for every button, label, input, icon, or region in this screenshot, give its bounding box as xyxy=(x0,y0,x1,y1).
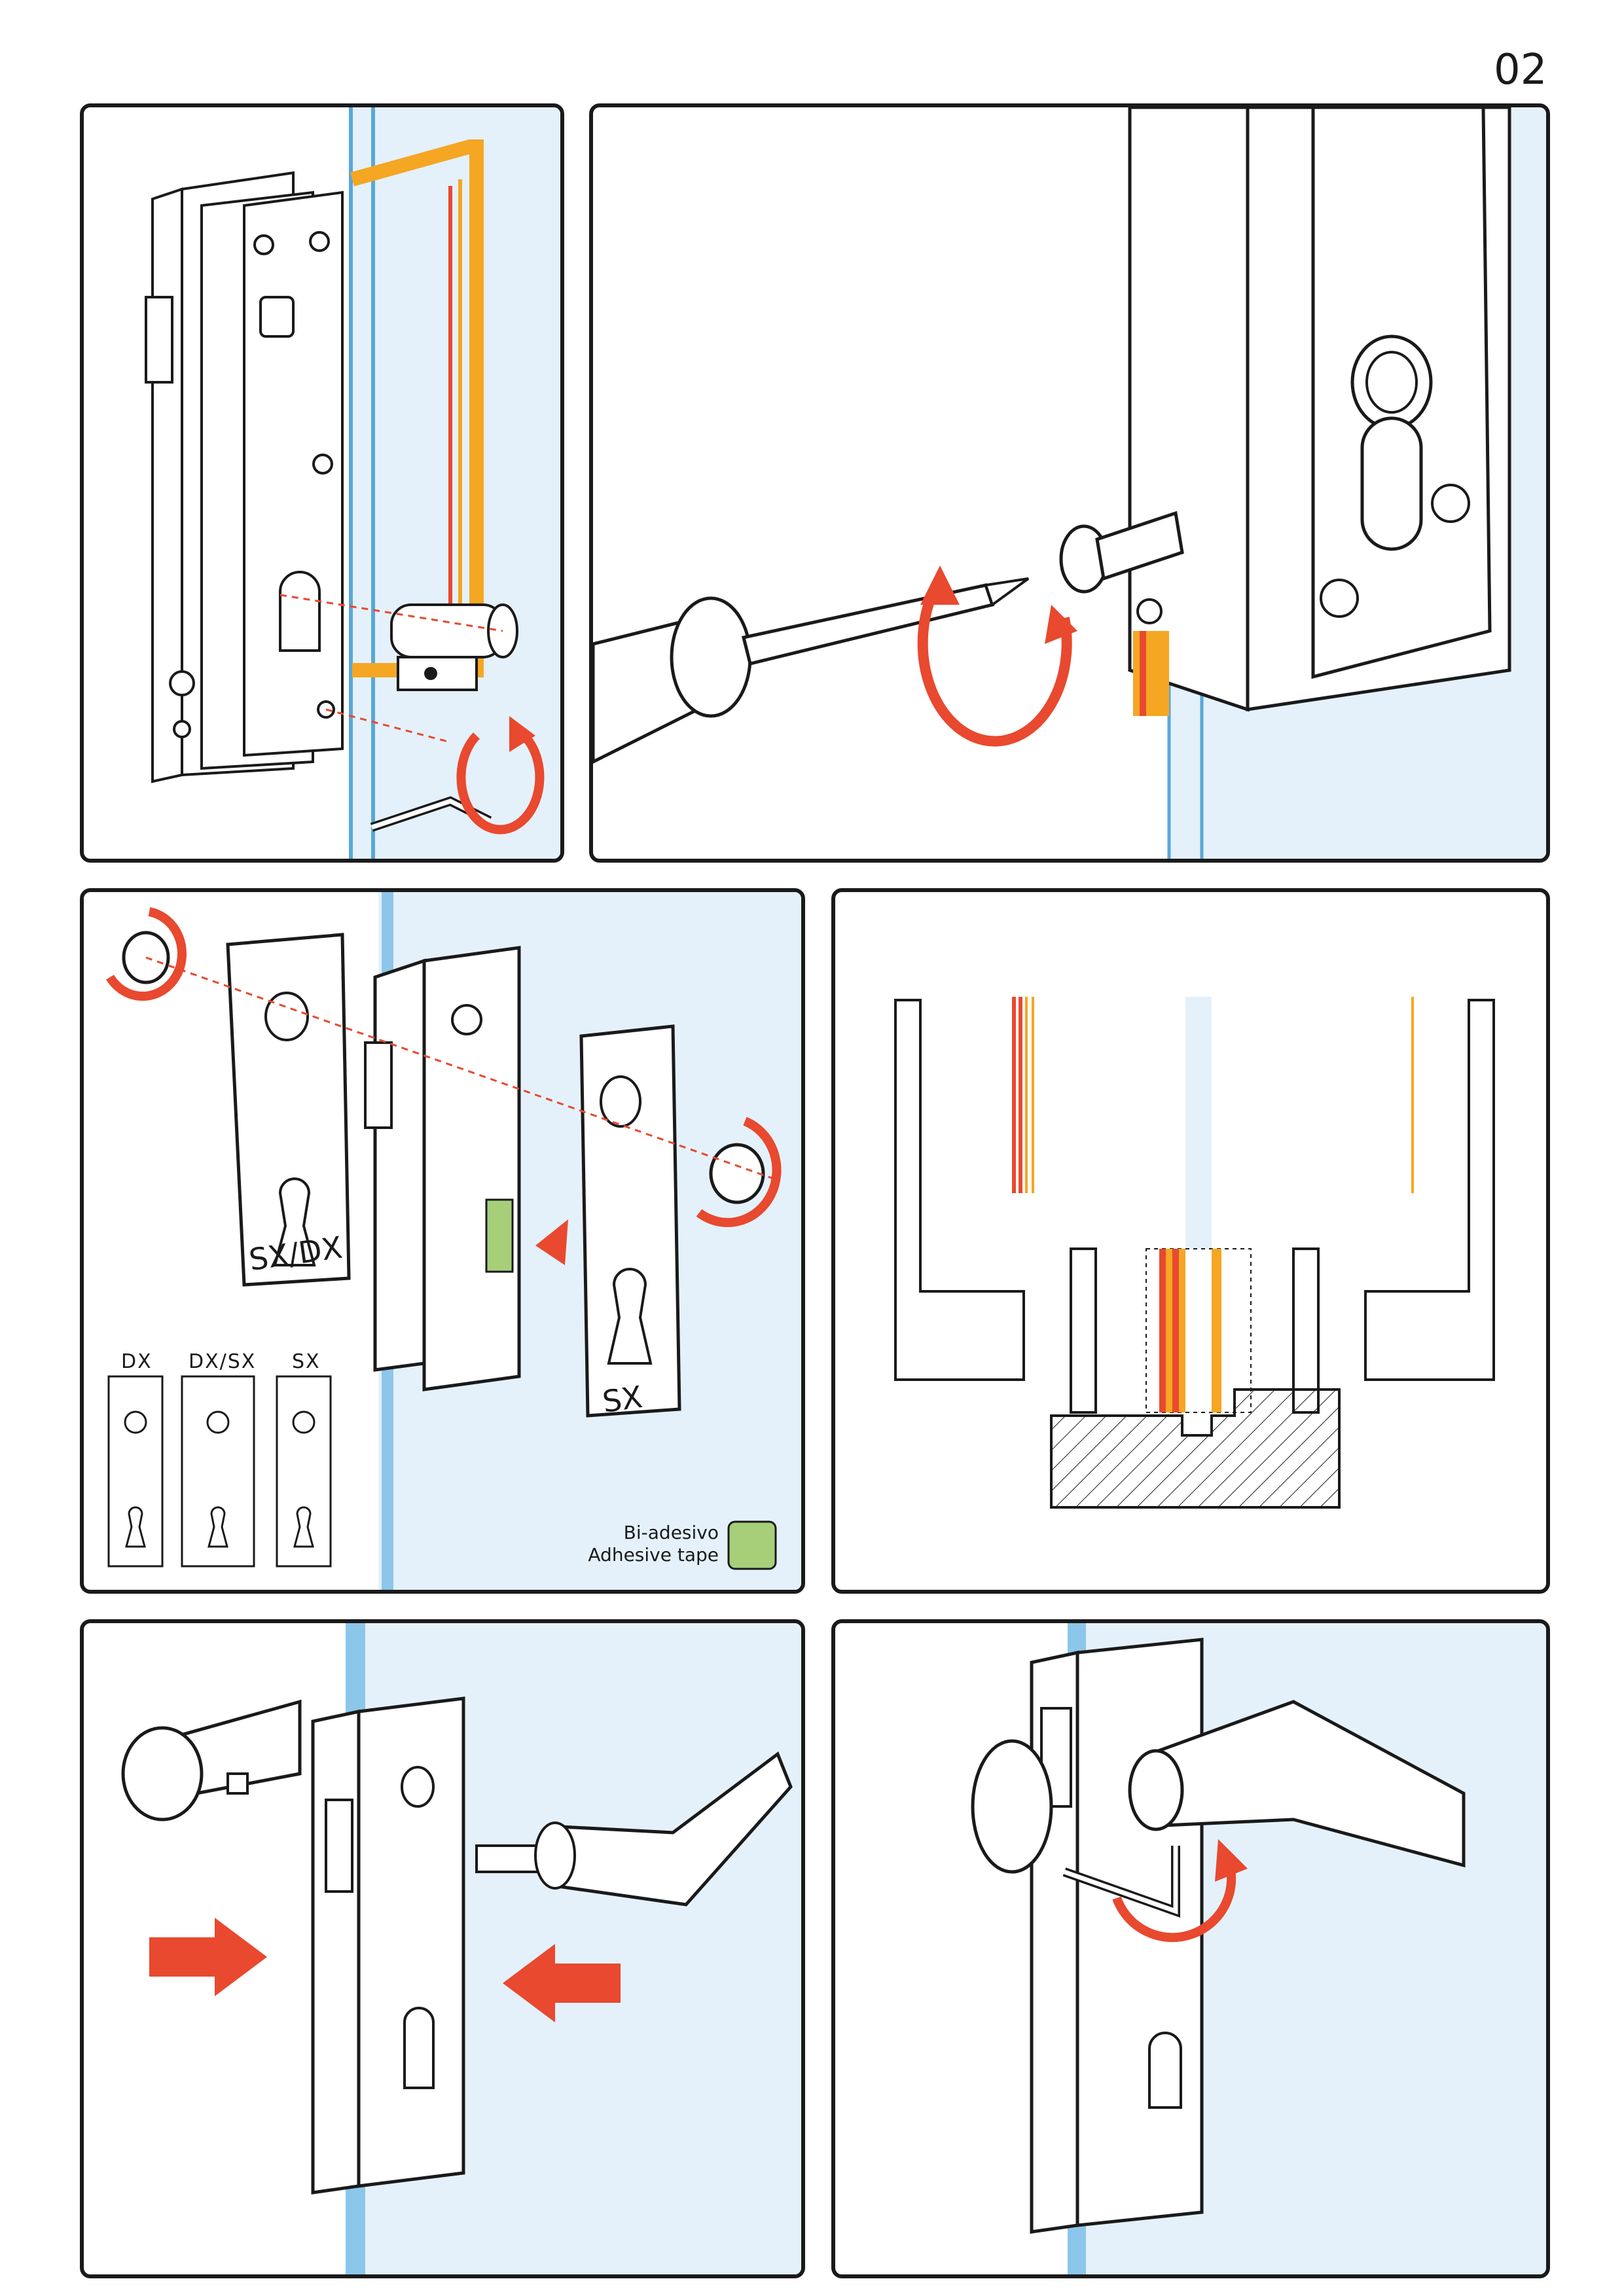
page-number: 02 xyxy=(1494,46,1547,94)
legend-line-2: Adhesive tape xyxy=(588,1544,719,1566)
legend-line-1: Bi-adesivo xyxy=(623,1522,719,1543)
orientation-label-dx-sx: DX/SX xyxy=(189,1350,257,1373)
adhesive-tape-legend: Bi-adesivo Adhesive tape xyxy=(542,1522,719,1566)
rotate-arrow-icon xyxy=(1112,1857,1236,1943)
cylinder-install-illustration xyxy=(145,107,560,859)
lock-body-icon xyxy=(145,171,344,783)
step-2-panel xyxy=(589,103,1550,863)
plate-sx-dx-icon: SX/DX xyxy=(226,933,351,1287)
screwdriver-icon xyxy=(593,577,1030,764)
push-arrow-right-icon xyxy=(149,1918,267,1996)
plate-sx-icon: SX xyxy=(579,1024,681,1420)
handle-insert-illustration xyxy=(121,1623,801,2274)
cross-section-diagram xyxy=(894,997,1495,1509)
plate-sx-label: SX xyxy=(600,1379,645,1420)
orientation-label-dx: DX xyxy=(121,1350,153,1373)
handle-tighten-illustration xyxy=(971,1623,1546,2274)
screw-fasten-illustration xyxy=(593,107,1546,859)
handle-icon xyxy=(1128,1700,1466,1868)
screw-icon xyxy=(1059,511,1184,594)
step-5-panel xyxy=(80,1619,805,2278)
push-arrow-left-icon xyxy=(503,1944,621,2022)
lock-cover-icon xyxy=(1128,107,1511,712)
orientation-label-sx: SX xyxy=(292,1350,321,1373)
handle-right-icon xyxy=(475,1751,793,1907)
step-1-panel xyxy=(80,103,564,863)
adhesive-tape-swatch xyxy=(727,1520,777,1570)
step-6-panel xyxy=(831,1619,1550,2278)
plate-install-illustration: SX/DX SX xyxy=(106,892,801,1590)
handle-left-icon xyxy=(121,1699,302,1821)
step-3-panel: SX/DX SX xyxy=(80,888,805,1594)
step-4-panel xyxy=(831,888,1550,1594)
